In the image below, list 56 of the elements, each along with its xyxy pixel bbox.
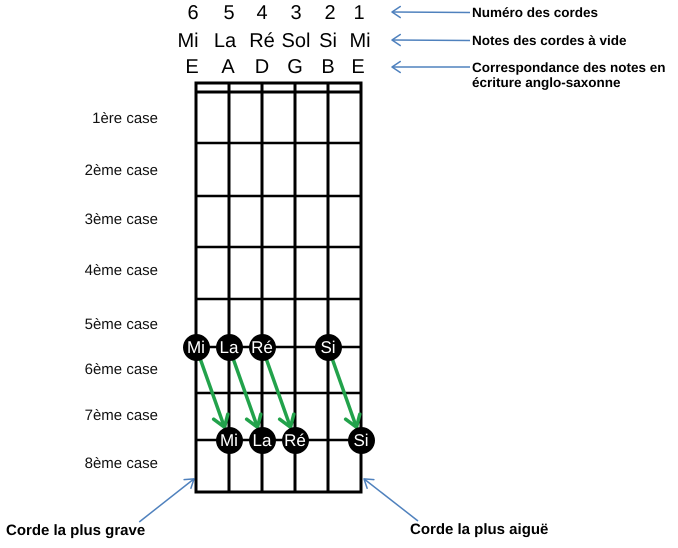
finger-dot (282, 426, 308, 454)
fret-label: 7ème case (84, 408, 158, 424)
open-string-note: Sol (282, 30, 310, 52)
finger-dot (216, 334, 242, 360)
fret-label: 1ère case (92, 110, 158, 128)
note-name: Ré (251, 338, 273, 356)
arrow (391, 6, 470, 18)
annotation-text: Corde la plus aiguë (410, 521, 548, 539)
arrow (330, 359, 362, 430)
note-name: Si (320, 338, 336, 356)
finger-dot (216, 426, 242, 454)
annotation-text: Numéro des cordes (472, 5, 678, 20)
note-name: Mi (187, 338, 205, 356)
string-number: 5 (223, 2, 235, 24)
note-name: La (252, 432, 272, 448)
open-string-note: Mi (349, 30, 371, 52)
string-number: 4 (256, 2, 268, 24)
fret-label: 4ème case (84, 262, 158, 280)
fret-label: 8ème case (84, 456, 158, 472)
finger-dot (248, 334, 276, 360)
arrow (198, 359, 230, 430)
finger-dot (182, 334, 210, 360)
finger-dot (348, 426, 374, 454)
note-letter: G (287, 56, 303, 78)
note-letter: E (185, 56, 199, 78)
string-number: 1 (353, 2, 365, 24)
arrow (232, 359, 263, 430)
finger-dot (248, 426, 276, 454)
note-name: La (220, 338, 238, 356)
string-number: 3 (290, 2, 302, 24)
arrow (363, 478, 418, 522)
note-letter: A (221, 56, 235, 78)
arrow (391, 60, 470, 74)
note-name: Mi (220, 432, 238, 448)
string-number: 6 (187, 2, 199, 24)
open-string-note: Ré (249, 30, 275, 52)
arrow (138, 478, 195, 523)
fret-label: 5ème case (84, 316, 158, 334)
open-string-note: Mi (177, 30, 199, 52)
note-letter: E (351, 56, 365, 78)
annotation-text: Correspondance des notes en écriture anglo-saxonne (472, 60, 678, 90)
note-name: Ré (284, 432, 306, 448)
annotation-text: Corde la plus grave (6, 522, 146, 540)
note-letter: B (321, 56, 335, 78)
note-letter: D (254, 56, 270, 78)
note-name: Si (353, 432, 369, 448)
string-number: 2 (324, 2, 336, 24)
annotation-text: Notes des cordes à vide (472, 33, 678, 48)
arrow (391, 34, 470, 46)
fret-label: 6ème case (84, 362, 158, 378)
arrow (264, 359, 296, 430)
open-string-note: Si (319, 30, 337, 52)
open-string-note: La (214, 30, 236, 52)
fret-label: 2ème case (84, 162, 158, 180)
finger-dot (314, 334, 342, 360)
fret-label: 3ème case (84, 212, 158, 228)
